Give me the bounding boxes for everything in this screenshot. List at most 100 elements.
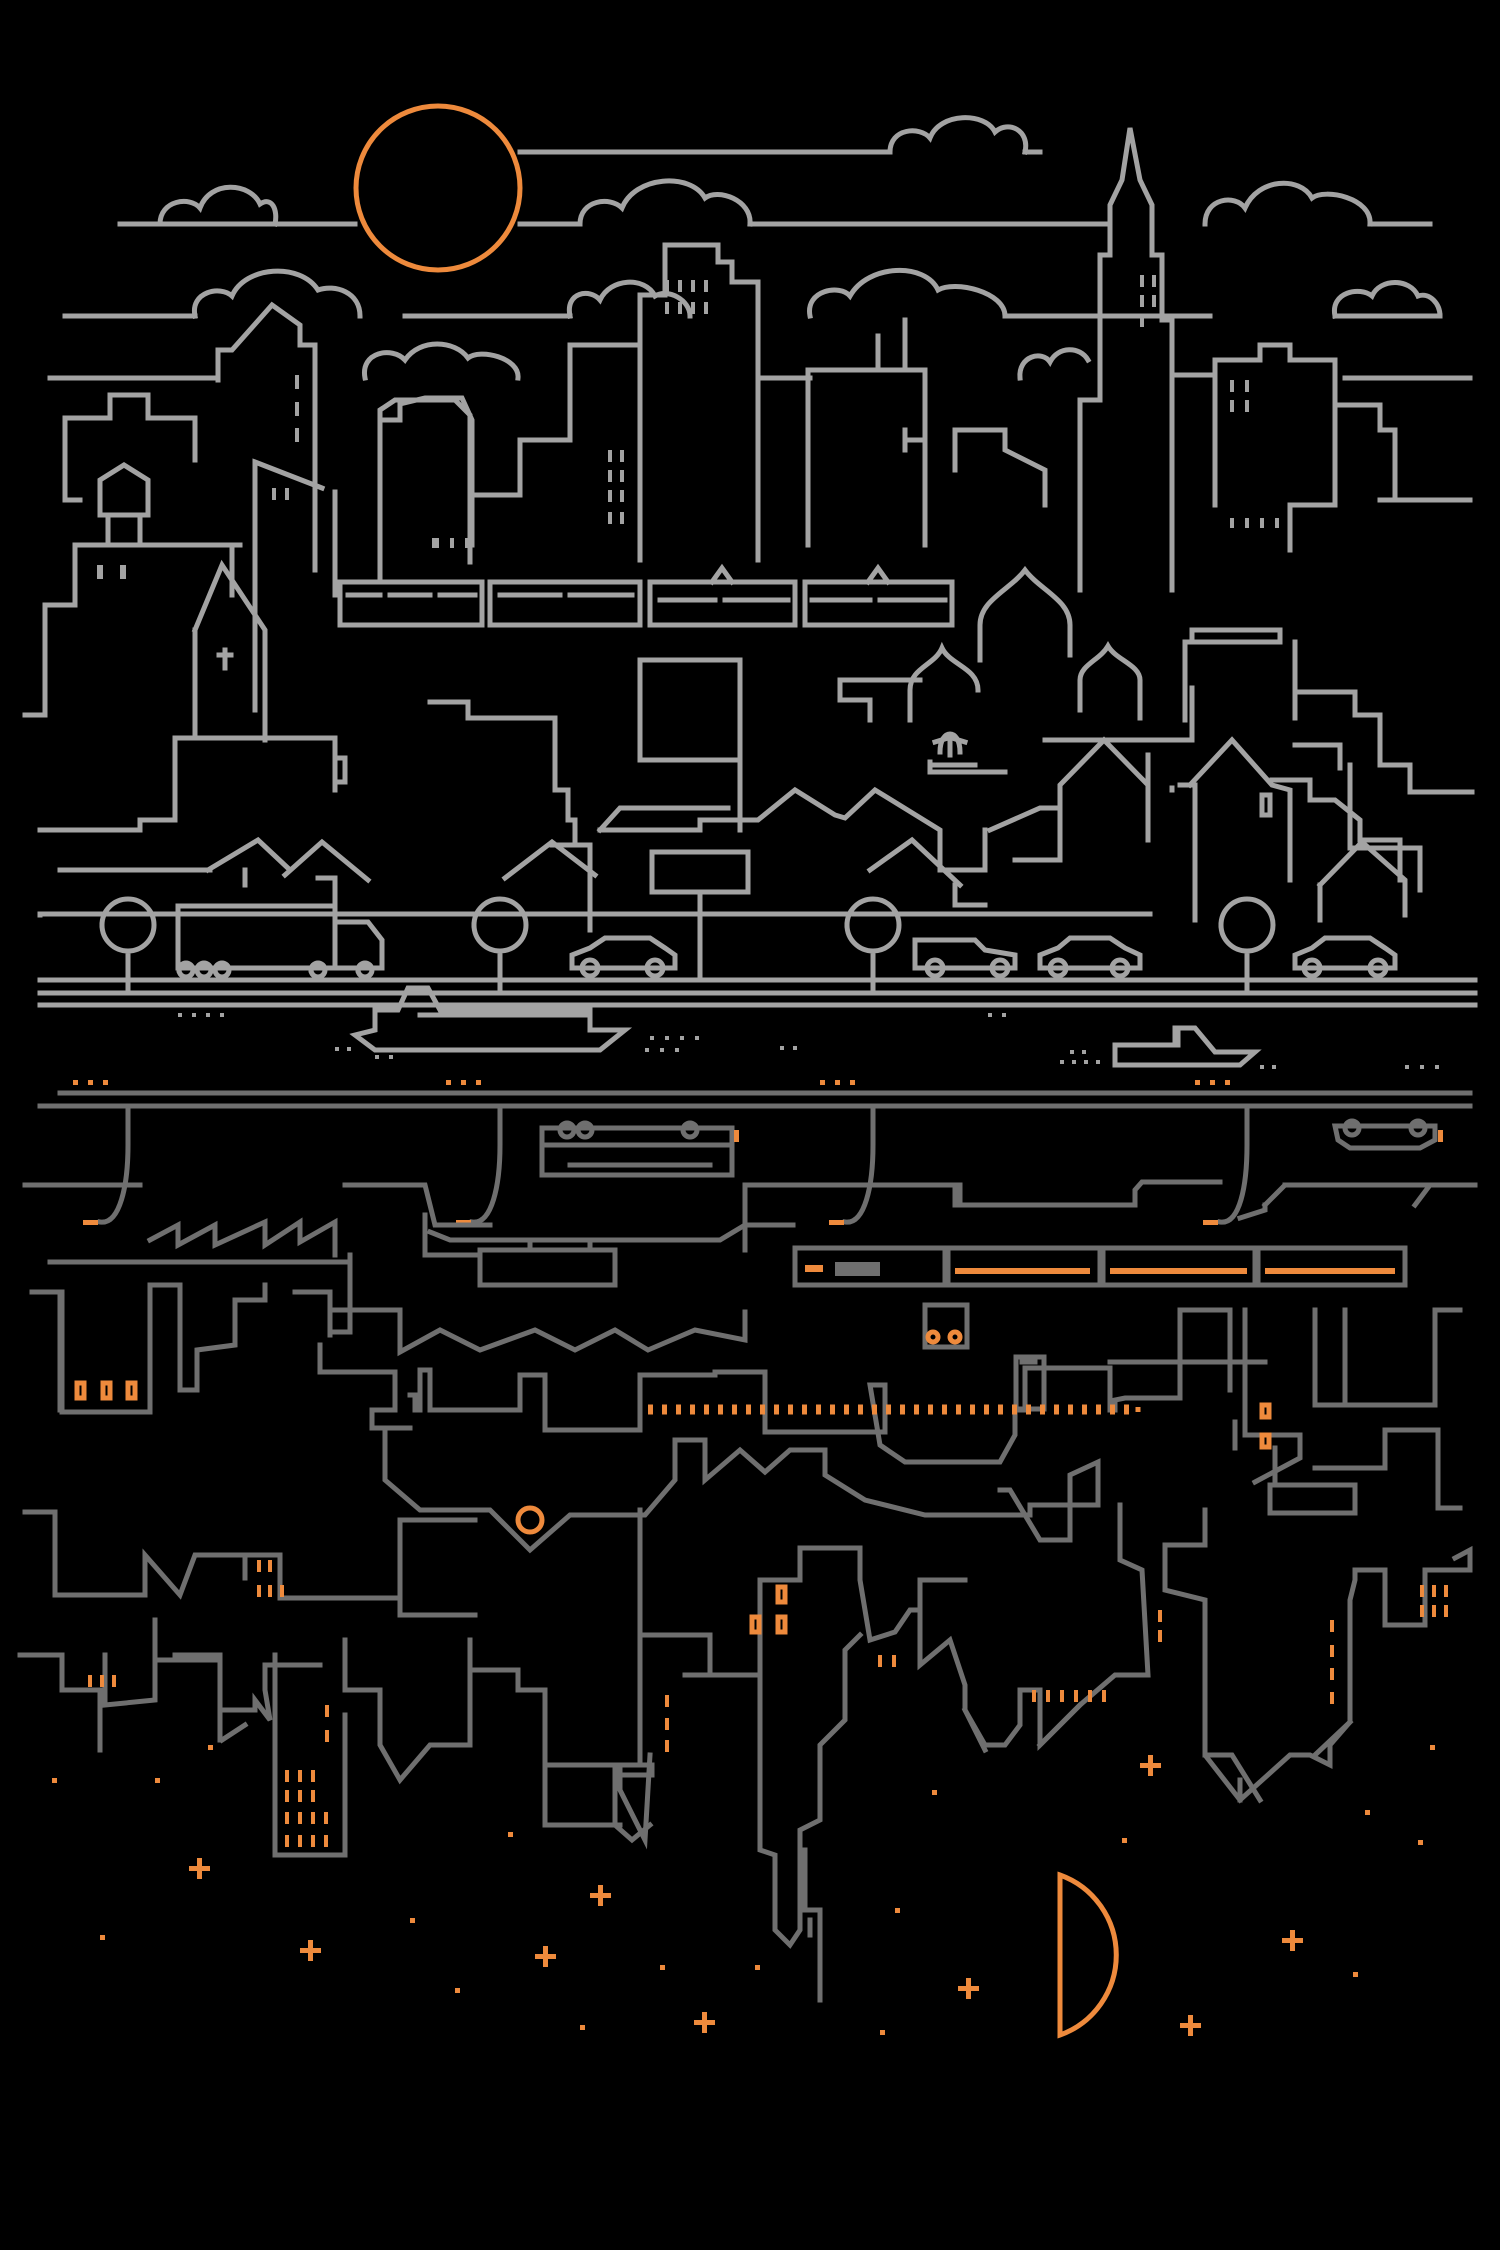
night-block-a: [477, 1237, 618, 1288]
ripple-dots: [178, 1013, 1439, 1069]
building-block: [137, 735, 348, 833]
building-mid: [427, 699, 578, 843]
domed-building-icon: [907, 565, 1143, 723]
lamp-light: [829, 1220, 844, 1225]
stars: [52, 1745, 1435, 2036]
lamp-light: [83, 1220, 98, 1225]
star-icon: [508, 1832, 513, 1837]
road-lines: [37, 977, 1478, 1008]
night-lower-skyline-2: [22, 1509, 478, 1618]
house-icon: [204, 836, 599, 933]
night-lower-skyline-6: [542, 1631, 864, 1949]
lamp-light-group: [83, 1220, 1218, 1225]
building: [637, 657, 1195, 833]
street-lamp-icon: [469, 1103, 503, 1225]
church-icon: [191, 559, 268, 743]
ferry-icon: [349, 985, 633, 1053]
car-icon: [1037, 935, 1143, 979]
night-tower: [612, 1762, 655, 1844]
reflection-dots: [73, 1080, 1230, 1085]
night-block-e: [1267, 1482, 1358, 1516]
night-terrain-2: [426, 1179, 1435, 1243]
bus-wheel: [680, 1120, 700, 1140]
day-skyline: [22, 127, 1478, 1008]
water-tower-icon: [82, 462, 243, 548]
night-road-lines: [37, 1090, 1473, 1109]
tram-window: [835, 1262, 880, 1276]
tower-window-group: [1140, 275, 1156, 327]
star-icon: [208, 1745, 213, 1750]
building-far-right: [1287, 402, 1473, 553]
lit-window-icon: [1259, 1402, 1272, 1420]
night-sky: [52, 1745, 1435, 2039]
lamp-light: [1203, 1220, 1218, 1225]
star-icon: [100, 1935, 105, 1940]
moon-icon: [1057, 1871, 1119, 2039]
star-icon: [895, 1908, 900, 1913]
night-lower-skyline: [382, 1429, 1101, 1554]
star-icon: [300, 1940, 321, 1961]
factory-icon: [47, 1182, 493, 1335]
tree-icon: [1218, 896, 1276, 993]
car-wheel: [1408, 1118, 1428, 1138]
street-line-row: [37, 911, 1153, 918]
night-block-b: [29, 1222, 796, 1415]
lit-window-icon: [74, 1380, 87, 1401]
motorboat-icon: [1112, 1025, 1262, 1068]
star-icon: [1418, 1840, 1423, 1845]
tram-icon: [647, 563, 798, 628]
building-windows: [272, 488, 436, 548]
bus-wheel: [575, 1120, 595, 1140]
left-building-2: [252, 458, 338, 713]
low-building-row: [37, 786, 1063, 873]
window: [922, 1302, 970, 1350]
night-lower-skyline-3: [637, 1502, 1151, 1752]
star-icon: [932, 1790, 937, 1795]
lit-window-icon: [775, 1584, 788, 1605]
cloud-icon: [192, 268, 363, 319]
bus-light: [734, 1130, 739, 1142]
star-icon: [535, 1946, 556, 1967]
building-mid-right: [952, 427, 1048, 508]
star-icon: [694, 2012, 715, 2033]
cloud-icon: [157, 184, 279, 227]
star-icon: [189, 1858, 210, 1879]
night-lower-skyline-5: [27, 1617, 653, 1858]
building: [902, 427, 928, 548]
tram-windows-lit: [1265, 1268, 1395, 1274]
lit-window-icon: [645, 1404, 1141, 1415]
left-building: [62, 392, 198, 503]
cloud-icon: [807, 268, 1008, 319]
night-lower-skyline-4: [1162, 1507, 1473, 1804]
tram-windows-lit: [955, 1268, 1090, 1274]
lit-window-icon: [749, 1614, 762, 1635]
tree-icon: [99, 896, 157, 993]
night-spire: [802, 1847, 823, 2003]
tram-windows-lit: [1110, 1268, 1247, 1274]
star-icon: [580, 2025, 585, 2030]
tram-icon: [1255, 1245, 1408, 1288]
star-icon: [1430, 1745, 1435, 1750]
star-icon: [660, 1965, 665, 1970]
night-crane-left: [17, 1652, 103, 1753]
car-light: [1438, 1130, 1443, 1142]
star-icon: [410, 1918, 415, 1923]
star-icon: [590, 1885, 611, 1906]
lit-window-icon: [947, 1329, 963, 1345]
lit-window-icon: [925, 1329, 941, 1345]
street-lamp-icon: [97, 1103, 131, 1225]
tram-icon: [792, 1245, 948, 1288]
tram-icon: [487, 579, 643, 628]
night-terrain-3: [952, 1182, 1478, 1222]
building-windows: [608, 450, 624, 524]
lit-window-icon: [100, 1380, 113, 1401]
left-building-3: [377, 397, 473, 583]
cloud-icon: [887, 115, 1029, 155]
night-terrain-1: [22, 1182, 338, 1258]
star-icon: [1353, 1972, 1358, 1977]
star-icon: [755, 1965, 760, 1970]
building-windows: [295, 375, 299, 442]
house-icon: [866, 836, 1408, 923]
highrise: [637, 242, 761, 563]
